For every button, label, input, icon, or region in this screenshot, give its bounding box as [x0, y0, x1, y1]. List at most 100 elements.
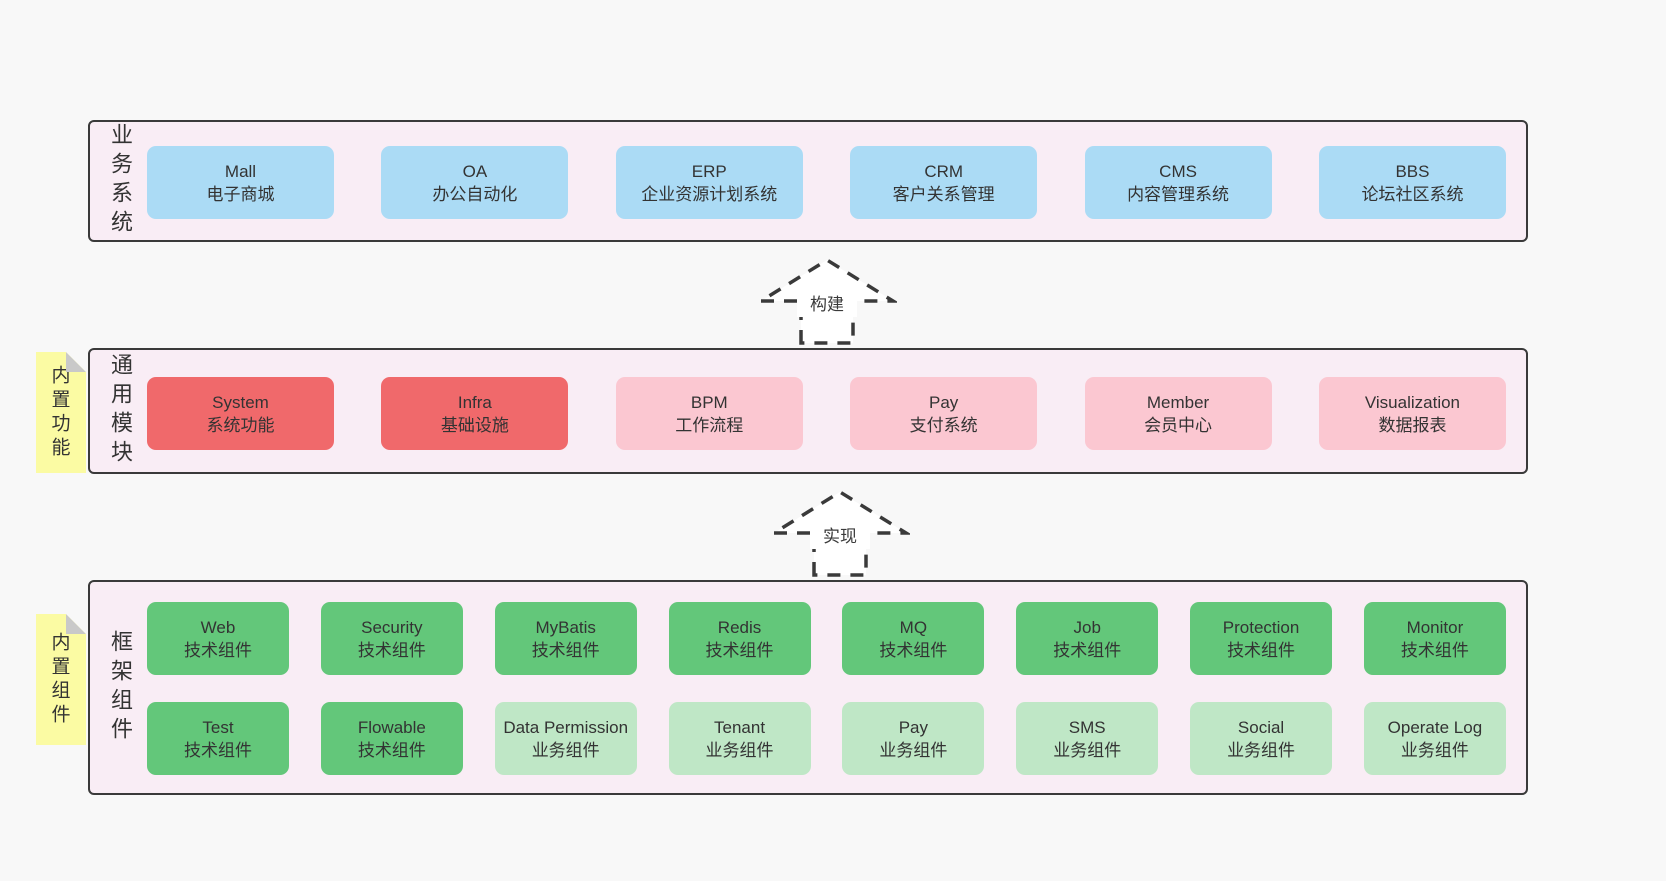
box-desc: 企业资源计划系统	[641, 184, 778, 204]
box-desc: 技术组件	[357, 740, 426, 760]
component-box-monitor: Monitor 技术组件	[1363, 602, 1506, 675]
box-desc: 技术组件	[1053, 640, 1122, 660]
framework-components-panel: 框架组件 Web 技术组件 Security 技术组件 MyBatis 技术组件…	[88, 580, 1528, 795]
business-systems-panel: 业务系统 Mall 电子商城 OA 办公自动化 ERP 企业资源计划系统 CRM…	[88, 120, 1528, 242]
box-desc: 技术组件	[531, 640, 600, 660]
builtin-functions-note: 内置功能	[36, 352, 86, 473]
business-systems-label: 业务系统	[108, 123, 133, 239]
common-modules-row: System 系统功能 Infra 基础设施 BPM 工作流程 Pay 支付系统…	[90, 377, 1526, 450]
build-arrow-label: 构建	[810, 295, 844, 314]
implement-arrow-icon: 实现	[770, 487, 910, 579]
component-box-flowable: Flowable 技术组件	[320, 702, 463, 775]
module-box-bpm: BPM 工作流程	[615, 377, 803, 450]
box-desc: 内容管理系统	[1127, 184, 1230, 204]
box-name: Job	[1073, 617, 1101, 637]
box-desc: 基础设施	[440, 415, 509, 435]
system-box-crm: CRM 客户关系管理	[850, 146, 1038, 219]
box-name: Redis	[717, 617, 762, 637]
component-box-mybatis: MyBatis 技术组件	[494, 602, 637, 675]
box-name: BBS	[1395, 161, 1430, 181]
box-desc: 论坛社区系统	[1361, 184, 1464, 204]
box-name: Social	[1237, 717, 1285, 737]
box-name: Security	[361, 617, 423, 637]
component-box-web: Web 技术组件	[147, 602, 289, 675]
framework-components-label: 框架组件	[108, 629, 133, 746]
box-desc: 客户关系管理	[892, 184, 995, 204]
box-desc: 会员中心	[1144, 415, 1213, 435]
box-name: Visualization	[1364, 392, 1461, 412]
box-desc: 办公自动化	[432, 184, 518, 204]
component-box-operate-log: Operate Log 业务组件	[1363, 702, 1506, 775]
system-box-mall: Mall 电子商城	[147, 146, 334, 219]
box-desc: 技术组件	[1400, 640, 1469, 660]
component-box-test: Test 技术组件	[147, 702, 289, 775]
component-box-data-permission: Data Permission 业务组件	[494, 702, 637, 775]
component-box-mq: MQ 技术组件	[842, 602, 985, 675]
box-name: MQ	[899, 617, 928, 637]
common-modules-label: 通用模块	[108, 353, 133, 469]
module-box-system: System 系统功能	[147, 377, 334, 450]
box-name: Infra	[457, 392, 492, 412]
component-box-tenant: Tenant 业务组件	[668, 702, 811, 775]
common-modules-panel: 通用模块 System 系统功能 Infra 基础设施 BPM 工作流程 Pay…	[88, 348, 1528, 474]
box-name: BPM	[690, 392, 728, 412]
component-box-sms: SMS 业务组件	[1016, 702, 1159, 775]
system-box-oa: OA 办公自动化	[381, 146, 569, 219]
system-box-erp: ERP 企业资源计划系统	[615, 146, 803, 219]
box-desc: 技术组件	[1227, 640, 1296, 660]
box-desc: 业务组件	[531, 740, 600, 760]
box-name: CRM	[924, 161, 964, 181]
box-name: Member	[1146, 392, 1210, 412]
module-box-visualization: Visualization 数据报表	[1318, 377, 1506, 450]
box-desc: 支付系统	[909, 415, 978, 435]
component-box-social: Social 业务组件	[1190, 702, 1333, 775]
module-box-infra: Infra 基础设施	[381, 377, 569, 450]
framework-components-row2: Test 技术组件 Flowable 技术组件 Data Permission …	[90, 702, 1526, 775]
box-name: Tenant	[714, 717, 766, 737]
box-desc: 技术组件	[705, 640, 774, 660]
box-name: ERP	[691, 161, 727, 181]
box-desc: 技术组件	[184, 640, 252, 660]
box-desc: 工作流程	[675, 415, 744, 435]
box-name: Data Permission	[503, 717, 629, 737]
box-name: Web	[200, 617, 236, 637]
component-box-security: Security 技术组件	[320, 602, 463, 675]
module-box-member: Member 会员中心	[1084, 377, 1272, 450]
box-desc: 业务组件	[879, 740, 948, 760]
box-desc: 电子商城	[206, 184, 275, 204]
box-name: Pay	[929, 392, 959, 412]
component-box-protection: Protection 技术组件	[1190, 602, 1333, 675]
business-systems-row: Mall 电子商城 OA 办公自动化 ERP 企业资源计划系统 CRM 客户关系…	[90, 146, 1526, 219]
implement-arrow-label: 实现	[823, 527, 857, 546]
box-desc: 业务组件	[1400, 740, 1469, 760]
box-name: MyBatis	[535, 617, 596, 637]
module-box-pay: Pay 支付系统	[850, 377, 1038, 450]
box-name: Pay	[898, 717, 929, 737]
box-desc: 数据报表	[1378, 415, 1447, 435]
box-desc: 技术组件	[357, 640, 426, 660]
box-name: CMS	[1159, 161, 1197, 181]
system-box-bbs: BBS 论坛社区系统	[1318, 146, 1506, 219]
box-name: Flowable	[357, 717, 426, 737]
note-fold-corner-icon	[66, 614, 86, 634]
component-box-pay: Pay 业务组件	[842, 702, 985, 775]
builtin-components-note: 内置组件	[36, 614, 86, 745]
box-desc: 系统功能	[206, 415, 275, 435]
box-desc: 技术组件	[184, 740, 252, 760]
box-desc: 业务组件	[1053, 740, 1122, 760]
box-name: SMS	[1068, 717, 1106, 737]
box-name: Monitor	[1406, 617, 1464, 637]
builtin-functions-note-text: 内置功能	[48, 364, 70, 461]
box-desc: 业务组件	[705, 740, 774, 760]
box-desc: 业务组件	[1227, 740, 1296, 760]
build-arrow-icon: 构建	[757, 255, 897, 347]
box-name: System	[212, 392, 269, 412]
box-name: Mall	[224, 161, 257, 181]
framework-components-row1: Web 技术组件 Security 技术组件 MyBatis 技术组件 Redi…	[90, 602, 1526, 675]
system-box-cms: CMS 内容管理系统	[1084, 146, 1272, 219]
builtin-components-note-text: 内置组件	[48, 631, 70, 728]
box-name: OA	[462, 161, 488, 181]
box-name: Test	[202, 717, 234, 737]
component-box-redis: Redis 技术组件	[668, 602, 811, 675]
